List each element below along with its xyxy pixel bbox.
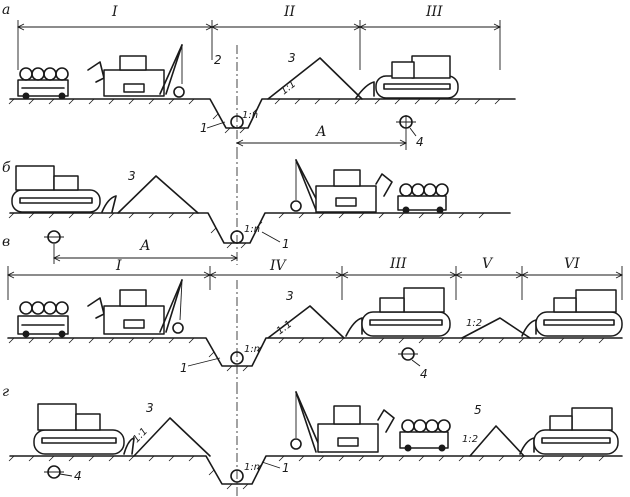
- row-g-pile-2: [469, 425, 525, 457]
- row-a-pile-label: 3: [288, 51, 296, 65]
- row-a-zone-3: III: [425, 4, 443, 20]
- row-v-zone-5: VI: [564, 256, 580, 272]
- row-v-slope-pile2: 1:2: [466, 318, 482, 329]
- row-v-zone-dimension: [6, 266, 624, 300]
- row-b-pile-label: 3: [128, 169, 136, 183]
- row-a-marker-label: 4: [416, 135, 424, 149]
- row-g-bulldozer: [33, 403, 135, 455]
- row-a-bulldozer: [355, 55, 459, 99]
- row-a-zone-dimension: [16, 20, 502, 70]
- row-b-letter: б: [2, 160, 11, 176]
- row-v-dimension-label: А: [139, 238, 151, 254]
- row-v-ground-hatch: [8, 337, 605, 372]
- row-b-ground-hatch: [8, 212, 485, 249]
- row-a-pipe-carrier: [17, 67, 69, 100]
- row-v-letter: в: [2, 234, 10, 250]
- row-g-pile2-label: 5: [474, 403, 482, 417]
- row-g-slope-pile2: 1:2: [462, 434, 478, 445]
- row-g-ground-hatch: [8, 455, 605, 490]
- row-a-pipe-label: 1: [200, 121, 208, 135]
- row-v-zone-2: IV: [269, 258, 288, 274]
- row-v-marker: [44, 230, 64, 244]
- row-v-pile-label: 3: [286, 289, 294, 303]
- row-v-ground-trench: [7, 337, 623, 367]
- row-v-spoil-pile: [267, 305, 345, 339]
- row-v-zone-4: V: [482, 256, 494, 272]
- row-g-pipe-carrier: [399, 419, 451, 452]
- row-v: в А: [2, 230, 624, 385]
- row-v-bulldozer: [345, 287, 451, 337]
- row-a-marker: [396, 115, 417, 137]
- row-v-slope-pile: 1:1: [275, 319, 294, 337]
- row-a-pipelayer: [87, 44, 185, 98]
- row-b-pipe-label: 1: [282, 237, 290, 251]
- row-b-pipe: [230, 230, 244, 244]
- row-v-zone-1: I: [115, 258, 122, 274]
- row-a-zone-1: I: [111, 4, 118, 20]
- row-a-slope-pile: 1:1: [279, 79, 298, 98]
- row-b: б 1:n 1 3: [2, 150, 511, 265]
- row-b-bulldozer: [11, 165, 117, 213]
- row-a-axis-label: 2: [214, 53, 222, 67]
- row-b-slope-trench: 1:n: [244, 224, 260, 235]
- row-v-zone-3: III: [389, 256, 407, 272]
- row-b-pipe-carrier: [397, 183, 449, 214]
- row-b-pipelayer: [290, 159, 393, 213]
- row-a-spoil-pile: [267, 57, 363, 100]
- row-a-dimension-a: [235, 115, 408, 150]
- row-g-spoil-pile: [133, 417, 211, 457]
- row-g-marker-label: 4: [74, 469, 82, 483]
- row-g-ground-trench: [9, 455, 623, 485]
- row-a-zone-2: II: [283, 4, 296, 20]
- row-v-bulldozer-2: [521, 289, 623, 337]
- row-v-dimension-a: [52, 244, 239, 264]
- row-g-letter: г: [2, 384, 9, 400]
- row-v-marker-2: [398, 347, 421, 367]
- row-v-pipe-label: 1: [180, 361, 188, 375]
- row-v-pipelayer: [87, 279, 184, 335]
- row-g-pipe: [230, 469, 244, 483]
- row-g: г 1:n 1: [2, 384, 623, 497]
- row-a-slope-trench: 1:n: [242, 110, 258, 121]
- row-v-pipe-carrier: [17, 301, 69, 338]
- row-a-dimension-label: А: [315, 124, 327, 140]
- row-g-marker: [44, 465, 73, 479]
- row-a-letter: а: [2, 2, 10, 18]
- row-g-pipe-label: 1: [282, 461, 290, 475]
- row-g-slope-trench: 1:n: [244, 462, 260, 473]
- row-g-bulldozer-2: [519, 407, 619, 455]
- row-a-ground-hatch: [8, 98, 501, 134]
- row-g-pile-label: 3: [146, 401, 154, 415]
- row-a-ground-trench: [9, 98, 516, 129]
- row-g-pipelayer: [290, 391, 395, 453]
- row-v-small-pile: [461, 317, 531, 339]
- row-v-marker-label: 4: [420, 367, 428, 381]
- row-b-spoil-pile: [117, 175, 199, 214]
- row-v-pipe: [230, 351, 244, 365]
- row-a-pipe: [230, 115, 244, 129]
- row-a: а I II III: [2, 2, 516, 150]
- row-v-slope-trench: 1:n: [244, 344, 260, 355]
